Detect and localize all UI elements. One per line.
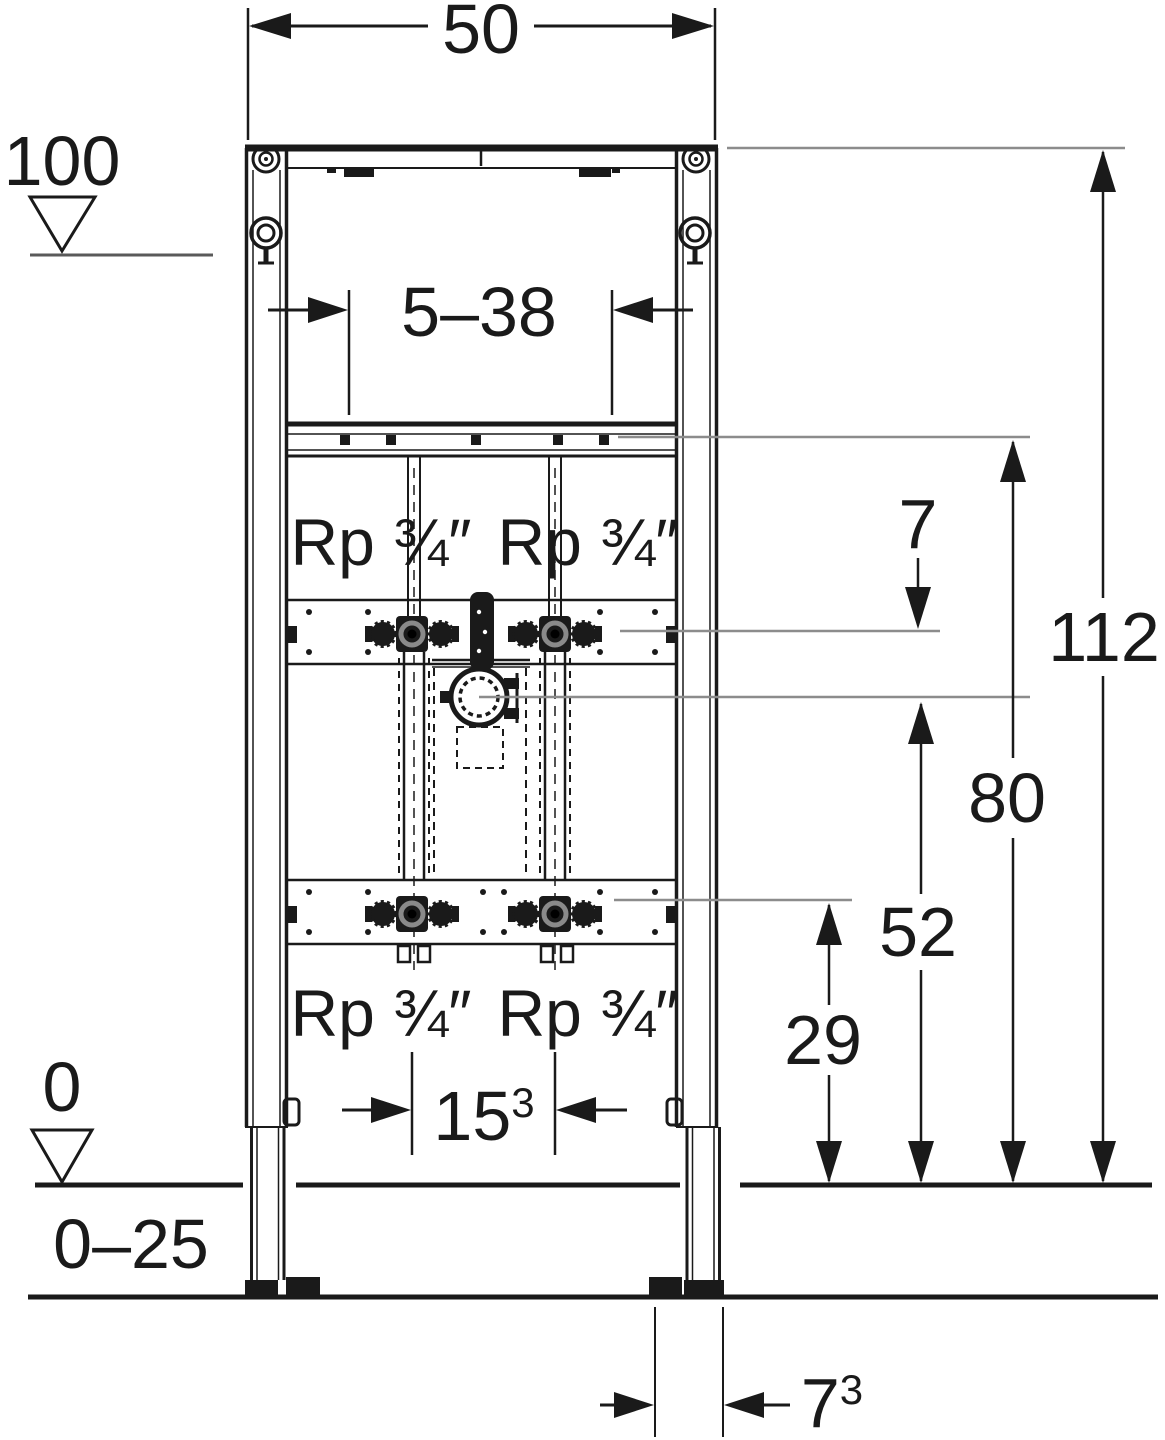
arrow-left-tip [613, 297, 653, 323]
arrow-up [908, 702, 934, 744]
rivet-dots [306, 889, 658, 935]
value-sup: 3 [511, 1078, 535, 1126]
dim-height-29 [816, 903, 842, 1183]
dim-leg-depth-7-3 [600, 1307, 790, 1437]
dim-height-52 [908, 702, 934, 1183]
water-fitting-upper-right [508, 616, 602, 652]
dim-label-width-50: 50 [442, 0, 520, 68]
arrow-right-tip [614, 1392, 654, 1418]
rivet-dots [306, 609, 658, 655]
water-fitting-upper-left [365, 616, 459, 652]
support-crossbar [288, 421, 675, 458]
thread-label-lower-right: Rp ¾″ [497, 976, 679, 1050]
water-fitting-lower-right [508, 896, 602, 932]
dim-connection-spacing-15-3 [342, 1052, 627, 1155]
dim-label-datum-100: 100 [3, 122, 121, 200]
frame-legs [245, 1097, 724, 1296]
arrow-right [672, 13, 714, 39]
dim-label-bolt-spacing: 5–38 [401, 273, 557, 351]
leg-clamp-left [282, 1097, 301, 1127]
arrow-left-tip [724, 1392, 764, 1418]
dim-label-leg-depth: 73 [801, 1368, 863, 1438]
arrow-up [1090, 150, 1116, 192]
datum-triangle-icon [27, 195, 98, 254]
leg-clamp-right [665, 1097, 684, 1127]
dim-label-height-52: 52 [879, 893, 957, 971]
arrow-down [908, 1141, 934, 1183]
value-base: 7 [800, 1364, 840, 1440]
datum-0 [29, 1128, 95, 1186]
dim-label-floor-buildup: 0–25 [53, 1205, 209, 1283]
dim-label-datum-0: 0 [42, 1048, 82, 1126]
datum-triangle-icon [29, 1128, 95, 1186]
hanger-bolt-right [678, 216, 712, 265]
arrow-left [249, 13, 291, 39]
concealed-trap-outline [433, 668, 527, 877]
frame-structure [244, 144, 719, 1128]
value-base: 15 [433, 1077, 512, 1155]
dim-label-height-112: 112 [1048, 598, 1160, 676]
thread-label-upper-left: Rp ¾″ [290, 505, 472, 579]
dim-label-height-80: 80 [968, 759, 1046, 837]
leader-lines [479, 146, 1125, 902]
faucet-support [432, 592, 530, 670]
dim-width-50 [246, 8, 717, 140]
corner-fittings [249, 144, 712, 265]
hanger-bolt-left [249, 216, 283, 265]
lower-mounting-rail [288, 878, 675, 964]
arrow-right-tip [371, 1097, 411, 1123]
arrow-right-tip [308, 297, 348, 323]
dim-label-height-29: 29 [784, 1001, 862, 1079]
arrow-down [1000, 1141, 1026, 1183]
datum-100 [27, 195, 213, 257]
dim-height-112 [1090, 150, 1116, 1183]
dim-height-80 [1000, 440, 1026, 1183]
thread-label-upper-right: Rp ¾″ [497, 505, 679, 579]
arrow-up [1000, 440, 1026, 482]
thread-label-lower-left: Rp ¾″ [290, 976, 472, 1050]
rod-end-stubs [396, 944, 575, 964]
arrow-down [816, 1141, 842, 1183]
dim-label-connection-spacing: 153 [433, 1081, 534, 1151]
water-fitting-lower-left [365, 896, 459, 932]
arrow-down [1090, 1141, 1116, 1183]
arrow-up [816, 903, 842, 945]
threaded-rods [398, 456, 571, 970]
value-sup: 3 [839, 1365, 864, 1413]
dim-offset-7 [905, 558, 931, 629]
foot-plates [245, 1277, 724, 1296]
dim-bolt-spacing-5-38 [268, 290, 693, 415]
arrow-down [905, 587, 931, 629]
arrow-left-tip [556, 1097, 596, 1123]
dim-label-offset-7: 7 [898, 485, 938, 563]
